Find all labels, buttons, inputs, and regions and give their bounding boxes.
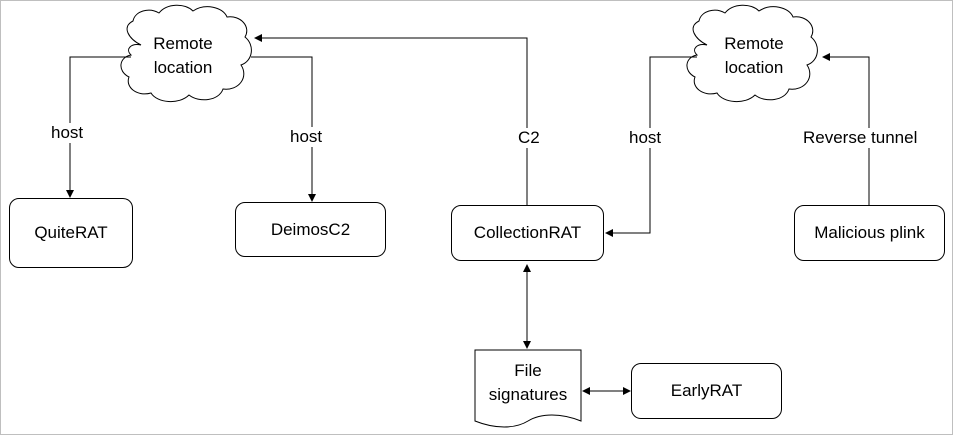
edge-label-host-deimosc2: host	[289, 127, 324, 147]
edge-label-c2: C2	[517, 128, 541, 148]
document-line1: File	[514, 361, 542, 380]
edge-c2	[254, 34, 528, 205]
node-earlyrat: EarlyRAT	[631, 363, 782, 419]
cloud-right-line1: Remote	[724, 34, 784, 53]
cloud-left-line1: Remote	[153, 34, 213, 53]
edge-host-quiterat	[66, 56, 131, 198]
edge-label-host-collectionrat: host	[628, 128, 663, 148]
node-deimosc2-label: DeimosC2	[270, 219, 351, 239]
edge-host-deimosc2	[251, 56, 316, 202]
node-deimosc2: DeimosC2	[235, 202, 386, 257]
edge-reverse-tunnel	[822, 53, 870, 205]
document-label: File signatures	[476, 359, 580, 407]
node-collectionrat: CollectionRAT	[451, 205, 604, 261]
node-malicious-plink-label: Malicious plink	[814, 223, 925, 242]
cloud-label-right: Remote location	[694, 32, 814, 80]
node-quiterat-label: QuiteRAT	[34, 223, 108, 242]
node-malicious-plink: Malicious plink	[794, 205, 945, 261]
edge-label-reverse-tunnel: Reverse tunnel	[802, 128, 919, 148]
document-line2: signatures	[488, 385, 568, 404]
cloud-right-line2: location	[724, 58, 784, 77]
node-earlyrat-label: EarlyRAT	[670, 381, 743, 400]
cloud-label-left: Remote location	[123, 32, 243, 80]
cloud-left-line2: location	[153, 58, 213, 77]
node-collectionrat-label: CollectionRAT	[473, 223, 582, 242]
cloud-shape-left	[120, 4, 252, 102]
edge-label-host-quiterat: host	[50, 123, 85, 143]
cloud-shape-right	[686, 4, 818, 102]
document-shape	[474, 349, 582, 428]
node-quiterat: QuiteRAT	[9, 198, 133, 268]
